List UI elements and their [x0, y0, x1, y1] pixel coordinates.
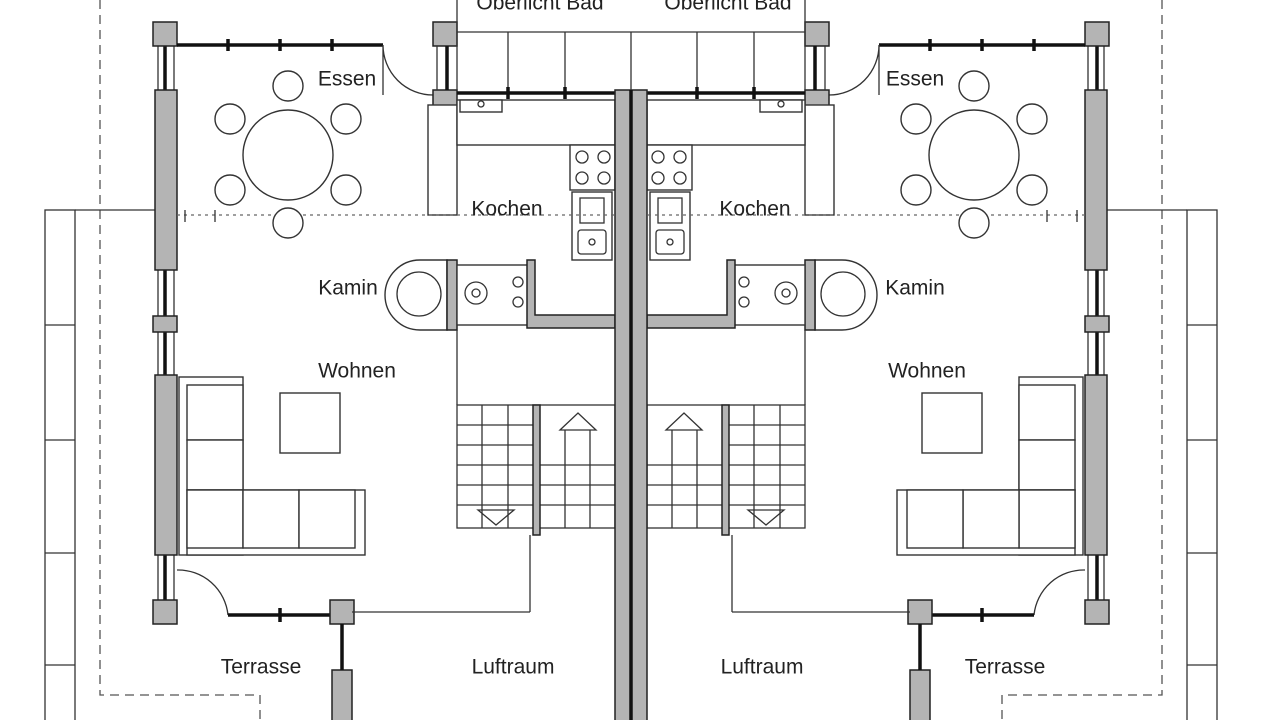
exterior-wall	[152, 21, 178, 625]
label-living-right: Wohnen	[888, 360, 966, 383]
label-dining-right: Essen	[886, 68, 944, 91]
label-void-right: Luftraum	[721, 656, 804, 679]
sink-icon	[571, 191, 613, 261]
coffee-table-icon	[279, 392, 341, 454]
label-skylight-left: Oberlicht Bad	[476, 0, 603, 15]
label-living-left: Wohnen	[318, 360, 396, 383]
label-fireplace-right: Kamin	[885, 277, 945, 300]
label-dining-left: Essen	[318, 68, 376, 91]
stove-icon	[569, 144, 616, 191]
interior-wall	[526, 259, 616, 329]
door-swing	[176, 569, 229, 616]
cooktop-icon	[456, 264, 530, 326]
label-fireplace-left: Kamin	[318, 277, 378, 300]
bath-skylight-area	[456, 0, 631, 99]
label-void-left: Luftraum	[472, 656, 555, 679]
property-boundary	[99, 0, 261, 720]
label-terrace-left: Terrasse	[221, 656, 302, 679]
staircase-icon	[456, 404, 616, 536]
dining-table-icon	[214, 70, 362, 239]
sofa-icon	[178, 376, 366, 556]
label-terrace-right: Terrasse	[965, 656, 1046, 679]
label-kitchen-left: Kochen	[471, 198, 542, 221]
door-swing	[382, 44, 434, 96]
label-kitchen-right: Kochen	[719, 198, 790, 221]
label-skylight-right: Oberlicht Bad	[664, 0, 791, 15]
fireplace-icon	[384, 259, 458, 331]
terrace-deck	[44, 209, 155, 720]
unit-left-drawing	[44, 0, 631, 720]
